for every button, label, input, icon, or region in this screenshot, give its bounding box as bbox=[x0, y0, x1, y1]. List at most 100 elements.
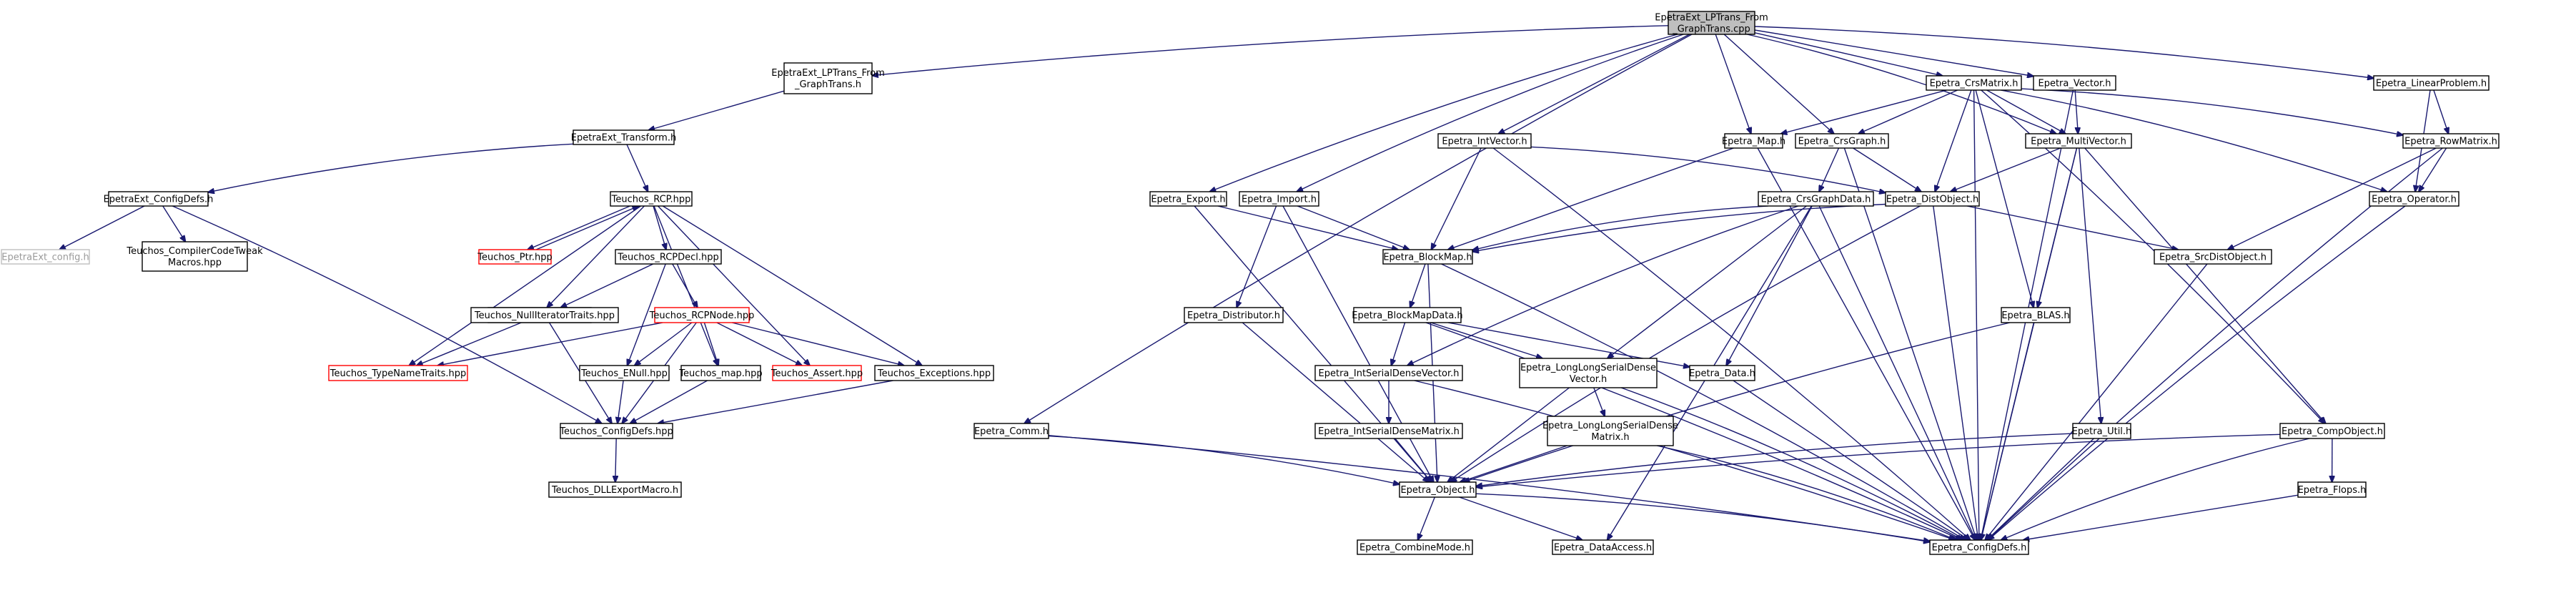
edge-e_map-to-e_configdefs bbox=[1757, 147, 1975, 540]
node-t_rcp[interactable]: Teuchos_RCP.hpp bbox=[610, 191, 693, 207]
edge-root-to-e_comm bbox=[1024, 34, 1693, 423]
node-t_configdefs[interactable]: Teuchos_ConfigDefs.hpp bbox=[559, 423, 673, 439]
node-e_object[interactable]: Epetra_Object.h bbox=[1399, 481, 1477, 498]
node-t_dllexport[interactable]: Teuchos_DLLExportMacro.h bbox=[548, 481, 682, 498]
node-box bbox=[610, 191, 693, 207]
edge-e_crsgraphdata-to-e_intsdv bbox=[1407, 205, 1799, 366]
node-e_dataaccess[interactable]: Epetra_DataAccess.h bbox=[1552, 539, 1654, 555]
node-label: EpetraExt_Transform.h bbox=[571, 133, 676, 144]
node-e_map[interactable]: Epetra_Map.h bbox=[1722, 133, 1785, 149]
node-e_util[interactable]: Epetra_Util.h bbox=[2072, 423, 2132, 439]
edge-e_map-to-e_blockmap bbox=[1448, 147, 1734, 250]
edge-t_rcp-to-t_rcpdecl bbox=[653, 205, 666, 250]
edge-e_crsgraphdata-to-e_configdefs bbox=[1818, 205, 1976, 540]
node-e_rowmatrix[interactable]: Epetra_RowMatrix.h bbox=[2402, 133, 2500, 149]
edge-e_vector-to-e_multivector bbox=[2074, 89, 2078, 134]
edge-e_crsgraphdata-to-e_llsdv bbox=[1607, 205, 1807, 358]
node-label: Teuchos_map.hpp bbox=[678, 368, 762, 379]
node-box bbox=[1437, 133, 1532, 149]
node-box bbox=[1724, 133, 1783, 149]
node-e_compobject[interactable]: Epetra_CompObject.h bbox=[2279, 423, 2385, 439]
node-label: Epetra_Comm.h bbox=[974, 426, 1049, 437]
edge-e_intsdm-to-e_object bbox=[1394, 438, 1432, 482]
node-e_srcdist[interactable]: Epetra_SrcDistObject.h bbox=[2154, 249, 2272, 265]
edge-ext_configdefs-to-ext_config bbox=[59, 205, 145, 250]
node-root[interactable]: EpetraExt_LPTrans_From_GraphTrans.cpp bbox=[1655, 11, 1768, 35]
edge-layer bbox=[59, 25, 2449, 542]
node-e_distobject[interactable]: Epetra_DistObject.h bbox=[1885, 191, 1980, 207]
node-e_blockmap[interactable]: Epetra_BlockMap.h bbox=[1382, 249, 1473, 265]
edge-e_object-to-e_configdefs bbox=[1475, 493, 1930, 542]
node-box bbox=[548, 481, 682, 498]
node-ext_config[interactable]: EpetraExt_config.h bbox=[1, 249, 90, 265]
node-e_multivector[interactable]: Epetra_MultiVector.h bbox=[2025, 133, 2132, 149]
node-e_intsdv[interactable]: Epetra_IntSerialDenseVector.h bbox=[1314, 365, 1463, 381]
edge-t_rcp-to-t_ptr bbox=[527, 205, 630, 250]
node-e_vector[interactable]: Epetra_Vector.h bbox=[2033, 75, 2116, 91]
node-e_configdefs[interactable]: Epetra_ConfigDefs.h bbox=[1929, 539, 2029, 555]
node-lpt_h[interactable]: EpetraExt_LPTrans_From_GraphTrans.h bbox=[771, 62, 885, 94]
node-e_intvector[interactable]: Epetra_IntVector.h bbox=[1437, 133, 1532, 149]
node-t_map[interactable]: Teuchos_map.hpp bbox=[678, 365, 763, 381]
node-e_flops[interactable]: Epetra_Flops.h bbox=[2297, 481, 2367, 498]
node-box bbox=[654, 307, 750, 323]
node-label: EpetraExt_LPTrans_From bbox=[1655, 13, 1768, 24]
node-label: Teuchos_ConfigDefs.hpp bbox=[559, 426, 673, 437]
edge-e_distributor-to-e_object bbox=[1242, 322, 1429, 482]
edge-t_rcp-to-t_assert bbox=[657, 205, 811, 366]
node-label: Epetra_BLAS.h bbox=[2001, 310, 2069, 321]
node-label: Epetra_CombineMode.h bbox=[1359, 543, 1470, 554]
node-box bbox=[2279, 423, 2385, 439]
node-e_comm[interactable]: Epetra_Comm.h bbox=[974, 423, 1049, 439]
node-e_blockmapdata[interactable]: Epetra_BlockMapData.h bbox=[1352, 307, 1463, 323]
node-box bbox=[2072, 423, 2131, 439]
edge-ext_configdefs-to-t_compiler bbox=[162, 205, 186, 242]
node-t_rcpdecl[interactable]: Teuchos_RCPDecl.hpp bbox=[615, 249, 722, 265]
node-box bbox=[1149, 191, 1227, 207]
node-box bbox=[573, 129, 675, 145]
node-e_crsmatrix[interactable]: Epetra_CrsMatrix.h bbox=[1926, 75, 2022, 91]
node-t_typename[interactable]: Teuchos_TypeNameTraits.hpp bbox=[328, 365, 468, 381]
edge-e_crsgraph-to-e_crsgraphdata bbox=[1819, 147, 1840, 192]
node-t_exceptions[interactable]: Teuchos_Exceptions.hpp bbox=[874, 365, 994, 381]
edge-t_exceptions-to-t_configdefs bbox=[658, 380, 893, 423]
edge-t_rcpdecl-to-t_nulliter bbox=[560, 263, 654, 308]
node-t_nulliter[interactable]: Teuchos_NullIteratorTraits.hpp bbox=[470, 307, 619, 323]
node-label: Matrix.h bbox=[1591, 432, 1629, 443]
edge-t_enull-to-t_configdefs bbox=[618, 380, 624, 423]
node-t_rcpnode[interactable]: Teuchos_RCPNode.hpp bbox=[649, 307, 755, 323]
node-ext_transform[interactable]: EpetraExt_Transform.h bbox=[571, 129, 676, 145]
node-box bbox=[2369, 191, 2459, 207]
node-label: Epetra_IntSerialDenseMatrix.h bbox=[1318, 426, 1460, 437]
node-label: Teuchos_ENull.hpp bbox=[580, 368, 668, 379]
node-e_distributor[interactable]: Epetra_Distributor.h bbox=[1184, 307, 1284, 323]
node-e_intsdm[interactable]: Epetra_IntSerialDenseMatrix.h bbox=[1314, 423, 1463, 439]
node-e_linearproblem[interactable]: Epetra_LinearProblem.h bbox=[2373, 75, 2490, 91]
node-t_assert[interactable]: Teuchos_Assert.hpp bbox=[771, 365, 863, 381]
node-e_crsgraphdata[interactable]: Epetra_CrsGraphData.h bbox=[1758, 191, 1874, 207]
node-box bbox=[328, 365, 468, 381]
node-e_crsgraph[interactable]: Epetra_CrsGraph.h bbox=[1795, 133, 1889, 149]
edge-e_multivector-to-e_distobject bbox=[1951, 147, 2061, 192]
node-box bbox=[874, 365, 994, 381]
node-e_combinemode[interactable]: Epetra_CombineMode.h bbox=[1357, 539, 1473, 555]
edge-e_srcdist-to-e_configdefs bbox=[1985, 263, 2208, 540]
node-label: Epetra_Util.h bbox=[2072, 426, 2132, 437]
node-label: _GraphTrans.cpp bbox=[1672, 24, 1750, 35]
node-box bbox=[2025, 133, 2132, 149]
node-e_blas[interactable]: Epetra_BLAS.h bbox=[2001, 307, 2071, 323]
node-e_export[interactable]: Epetra_Export.h bbox=[1149, 191, 1227, 207]
node-e_operator[interactable]: Epetra_Operator.h bbox=[2369, 191, 2459, 207]
edge-e_util-to-e_configdefs bbox=[1987, 438, 2094, 540]
node-t_enull[interactable]: Teuchos_ENull.hpp bbox=[579, 365, 670, 381]
node-ext_configdefs[interactable]: EpetraExt_ConfigDefs.h bbox=[104, 191, 214, 207]
edge-e_blockmapdata-to-e_configdefs bbox=[1425, 322, 1961, 540]
edge-e_rowmatrix-to-e_operator bbox=[2419, 147, 2447, 192]
node-box bbox=[1547, 416, 1674, 446]
node-e_import[interactable]: Epetra_Import.h bbox=[1239, 191, 1319, 207]
node-e_data[interactable]: Epetra_Data.h bbox=[1689, 365, 1755, 381]
node-t_ptr[interactable]: Teuchos_Ptr.hpp bbox=[477, 249, 553, 265]
